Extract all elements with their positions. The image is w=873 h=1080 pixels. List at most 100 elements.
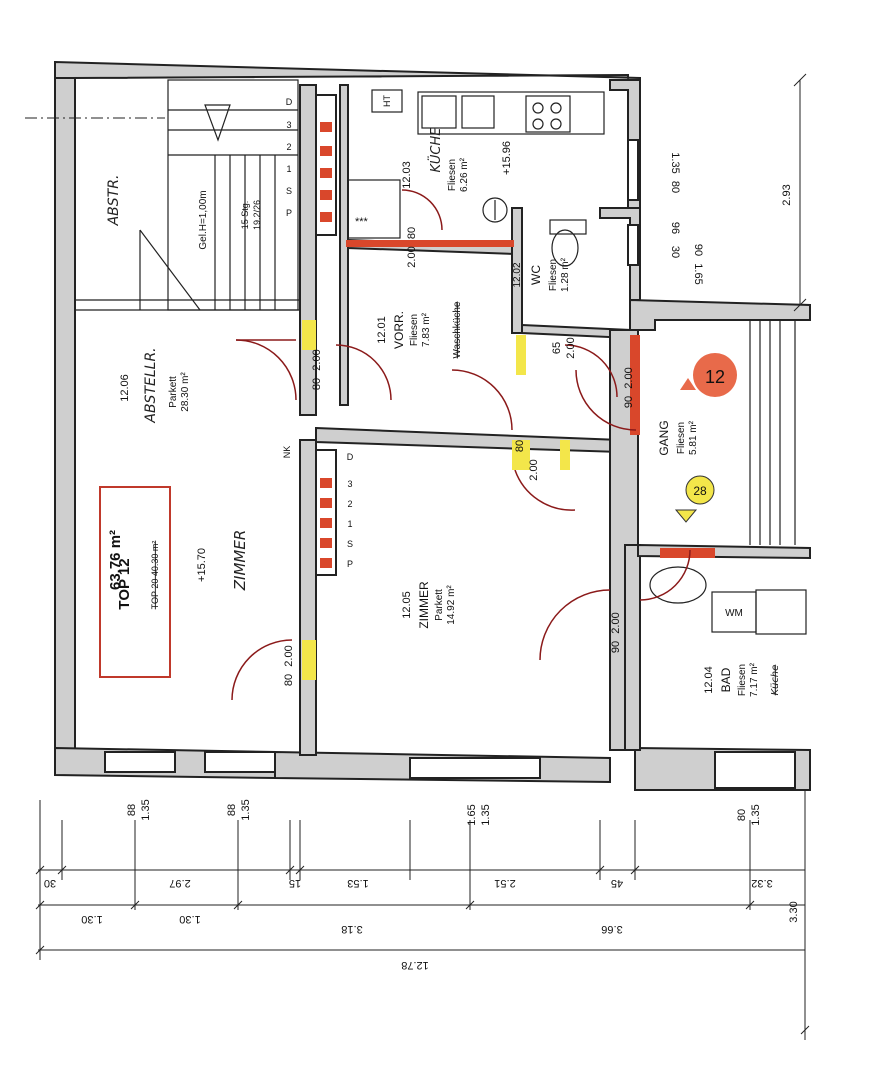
opening-label: 80 2.00 bbox=[283, 645, 295, 686]
apartment-area: 63.76 m² bbox=[107, 530, 124, 590]
room-number-kueche: 12.03 bbox=[401, 161, 413, 189]
svg-text:2: 2 bbox=[286, 142, 291, 152]
shaft-letters-top: D 3 2 1 S P bbox=[286, 97, 293, 218]
svg-text:S: S bbox=[286, 186, 292, 196]
room-handwritten-zimmer: ZIMMER bbox=[231, 530, 249, 591]
opening-label: 65 2.00 bbox=[551, 337, 577, 358]
room-handwritten-abstell: ABSTELLR. bbox=[143, 347, 159, 423]
svg-text:2.51: 2.51 bbox=[494, 877, 515, 889]
svg-text:3.18: 3.18 bbox=[341, 923, 362, 935]
room-area-zimmer: 14.92 m² bbox=[446, 585, 457, 625]
svg-text:1.65: 1.65 bbox=[692, 263, 704, 284]
partition-vorraum-zimmer bbox=[299, 439, 317, 756]
svg-text:2.00: 2.00 bbox=[311, 349, 323, 370]
wc-window-frame bbox=[627, 224, 639, 266]
room-number-vorraum: 12.01 bbox=[376, 316, 388, 344]
bottom-total: 12.78 bbox=[401, 959, 429, 971]
svg-text:15: 15 bbox=[289, 877, 301, 889]
windows-bottom bbox=[104, 751, 796, 789]
svg-text:80: 80 bbox=[283, 674, 295, 686]
room-number-zimmer: 12.05 bbox=[401, 591, 413, 619]
nk-label: NK bbox=[282, 446, 292, 459]
svg-text:1: 1 bbox=[347, 519, 352, 529]
unit-number-circle bbox=[693, 353, 737, 397]
opening-label: 80 2.00 bbox=[311, 349, 323, 390]
red-wall-segment bbox=[660, 548, 715, 558]
svg-text:30: 30 bbox=[44, 877, 56, 889]
room-floor-gang: Fliesen bbox=[676, 422, 687, 454]
apartment-label-box bbox=[99, 486, 171, 678]
left-wall bbox=[54, 77, 76, 759]
shaft-column-mid bbox=[315, 449, 337, 576]
partition-zimmer-top bbox=[315, 426, 621, 454]
room-floor-kueche: Fliesen bbox=[447, 159, 458, 191]
svg-text:30: 30 bbox=[669, 246, 681, 258]
bottom-window-dims: 88 1.35 88 1.35 1.65 1.35 80 1.35 bbox=[126, 799, 762, 825]
svg-text:1.35: 1.35 bbox=[669, 152, 681, 173]
svg-text:3.32: 3.32 bbox=[751, 877, 772, 889]
room-name-bad: BAD bbox=[719, 667, 733, 692]
stars-label: *** bbox=[355, 216, 369, 228]
gang-outer-wall bbox=[629, 298, 811, 331]
svg-text:2.97: 2.97 bbox=[169, 877, 190, 889]
dim-chain-2: 1.30 1.30 3.18 3.66 3.30 bbox=[81, 901, 800, 935]
level-kueche: +15.96 bbox=[501, 141, 513, 175]
stairs-railing: Gel.H=1,00m bbox=[198, 190, 209, 249]
opening-label: 80 2.00 bbox=[406, 227, 418, 268]
room-name-wc: WC bbox=[529, 265, 543, 285]
svg-text:1.65: 1.65 bbox=[466, 804, 478, 825]
room-number-abstell: 12.06 bbox=[119, 374, 131, 402]
svg-text:90: 90 bbox=[610, 641, 622, 653]
room-floor-vorraum: Fliesen bbox=[409, 314, 420, 346]
apartment-struck-text: TOP 20 40.30 m² bbox=[150, 541, 160, 610]
room-area-kueche: 6.26 m² bbox=[459, 157, 470, 192]
svg-text:1.35: 1.35 bbox=[480, 804, 492, 825]
svg-text:2: 2 bbox=[347, 499, 352, 509]
svg-text:S: S bbox=[347, 539, 353, 549]
svg-text:1.30: 1.30 bbox=[179, 913, 200, 925]
level-marker-kitchen bbox=[482, 197, 508, 223]
svg-text:D: D bbox=[286, 97, 293, 107]
room-handwritten-kueche: KÜCHE bbox=[427, 127, 444, 173]
unit-number: 12 bbox=[705, 367, 725, 387]
shaft-column-top bbox=[315, 94, 337, 236]
room-area-bad: 7.17 m² bbox=[749, 662, 760, 697]
opening-label: 80 2.00 bbox=[514, 440, 540, 481]
svg-text:2.00: 2.00 bbox=[610, 612, 622, 633]
apartment-label: TOP 12 bbox=[116, 558, 133, 609]
room-extra-vorraum: Waschküche bbox=[452, 301, 463, 358]
unit-marker-triangle bbox=[680, 378, 696, 390]
partition-bad-left bbox=[624, 544, 641, 751]
staircase bbox=[75, 79, 300, 311]
room-number-wc: 12.02 bbox=[512, 262, 523, 287]
svg-text:80: 80 bbox=[311, 378, 323, 390]
room-extra-bad: Küche bbox=[770, 665, 781, 696]
svg-text:2.00: 2.00 bbox=[623, 367, 635, 388]
svg-text:2.00: 2.00 bbox=[406, 246, 418, 267]
svg-text:45: 45 bbox=[611, 877, 623, 889]
kitchen-window-frame bbox=[627, 139, 639, 201]
svg-text:D: D bbox=[347, 452, 354, 462]
stair-number: 28 bbox=[693, 484, 707, 498]
level-zimmer-left: +15.70 bbox=[196, 548, 208, 582]
gang-lines bbox=[749, 320, 796, 545]
svg-text:80: 80 bbox=[736, 809, 748, 821]
room-name-gang: GANG bbox=[657, 420, 671, 455]
wm-label: WM bbox=[725, 608, 743, 619]
svg-text:P: P bbox=[286, 208, 292, 218]
svg-text:80: 80 bbox=[406, 227, 418, 239]
kitchen-counter bbox=[417, 91, 605, 135]
ht-box bbox=[371, 89, 403, 113]
kitchen-cabinet bbox=[347, 179, 401, 239]
svg-text:65: 65 bbox=[551, 342, 563, 354]
yellow-marks bbox=[302, 320, 698, 680]
bath-fixtures bbox=[649, 566, 807, 635]
svg-text:80: 80 bbox=[514, 440, 526, 452]
stairs-note: 15 Stg. bbox=[240, 201, 250, 230]
room-floor-bad: Fliesen bbox=[737, 664, 748, 696]
svg-text:1: 1 bbox=[286, 164, 291, 174]
right-window-dims: 1.35 80 96 30 90 1.65 bbox=[669, 152, 704, 284]
shaft-letters-mid: D 3 2 1 S P bbox=[347, 452, 354, 569]
room-name-vorraum: VORR. bbox=[392, 311, 406, 349]
svg-text:3: 3 bbox=[347, 479, 352, 489]
